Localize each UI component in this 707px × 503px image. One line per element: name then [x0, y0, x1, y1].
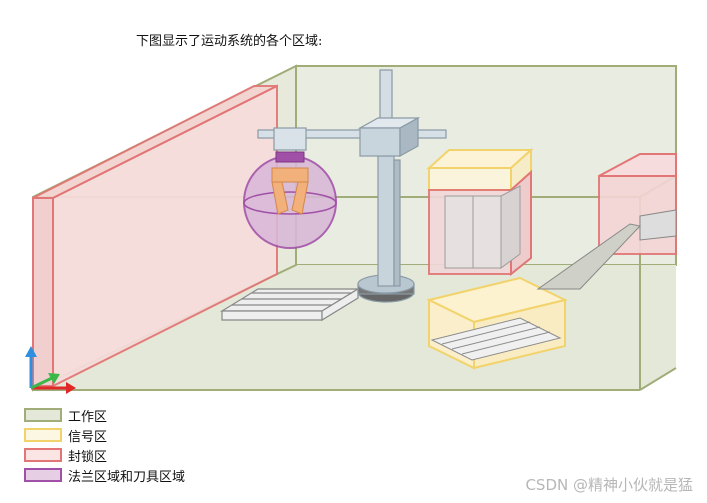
- legend-label: 信号区: [68, 429, 108, 445]
- lock-zone-machine: [428, 169, 532, 277]
- legend-swatch: [24, 468, 62, 482]
- floor-pallet: [219, 287, 361, 322]
- legend: 工作区信号区封锁区法兰区域和刀具区域: [24, 405, 185, 485]
- signal-zone-lower: [426, 276, 568, 370]
- caption-text: 下图显示了运动系统的各个区域:: [136, 34, 323, 49]
- legend-label: 工作区: [68, 409, 108, 425]
- lock-zone-conveyor: [536, 153, 677, 290]
- legend-item: 信号区: [24, 425, 185, 445]
- legend-label: 封锁区: [68, 449, 108, 465]
- flange-tool-zone: [243, 151, 337, 249]
- legend-item: 工作区: [24, 405, 185, 425]
- robot-gantry: [257, 69, 447, 303]
- legend-item: 法兰区域和刀具区域: [24, 465, 185, 485]
- lock-zone-wall: [32, 84, 278, 388]
- legend-swatch: [24, 408, 62, 422]
- signal-zone-upper: [426, 147, 534, 193]
- legend-item: 封锁区: [24, 445, 185, 465]
- watermark: CSDN @精神小伙就是猛: [525, 476, 693, 494]
- coordinate-axes: [25, 346, 76, 394]
- legend-label: 法兰区域和刀具区域: [68, 469, 186, 485]
- legend-swatch: [24, 428, 62, 442]
- legend-swatch: [24, 448, 62, 462]
